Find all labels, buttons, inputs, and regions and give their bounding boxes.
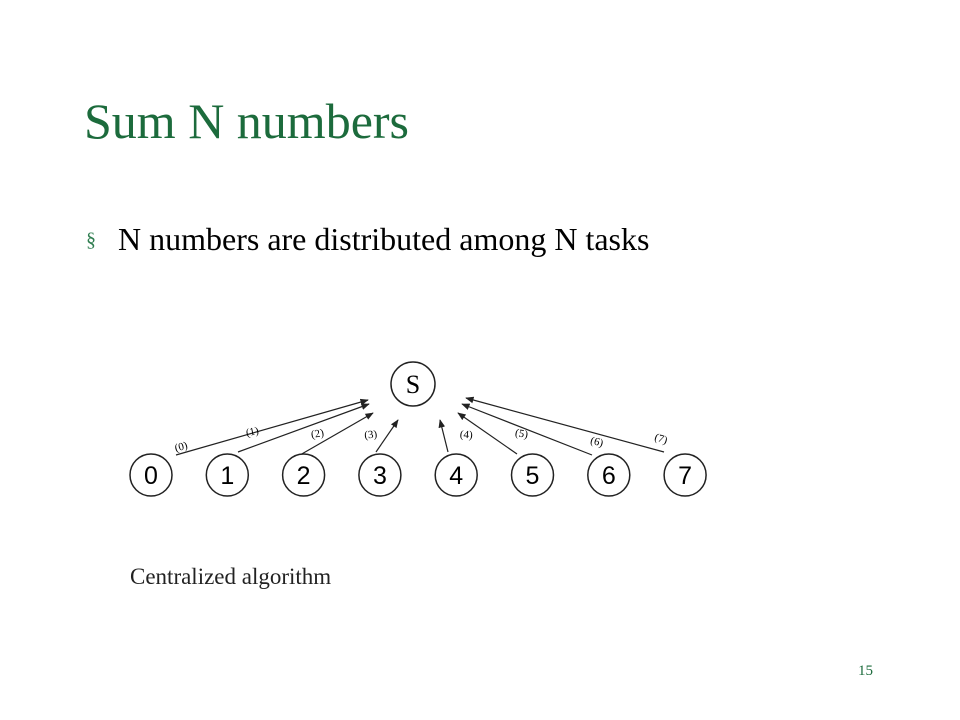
root-node-circle xyxy=(390,361,436,407)
root-node-group: S xyxy=(390,361,436,407)
edges-group xyxy=(175,396,665,456)
edge-label-0: (0) xyxy=(173,440,189,455)
edge-arrow-3 xyxy=(375,419,399,453)
bullet-text: N numbers are distributed among N tasks xyxy=(118,221,650,257)
slide-title: Sum N numbers xyxy=(84,93,409,149)
edge-arrow-7 xyxy=(465,396,665,453)
task-node-4 xyxy=(434,453,478,497)
task-node-label-5: 5 xyxy=(526,462,540,490)
edge-arrow-1 xyxy=(237,403,370,453)
task-node-label-7: 7 xyxy=(678,462,692,490)
edge-label-7: (7) xyxy=(653,431,669,446)
diagram-caption: Centralized algorithm xyxy=(130,564,332,589)
edge-arrow-4 xyxy=(438,419,449,453)
edge-label-4: (4) xyxy=(459,428,473,441)
edge-arrow-0 xyxy=(175,398,369,456)
edge-arrow-2 xyxy=(299,412,374,456)
edge-label-2: (2) xyxy=(310,427,325,441)
task-node-6 xyxy=(587,453,631,497)
bullet-marker: § xyxy=(86,229,96,251)
task-node-label-3: 3 xyxy=(373,462,387,490)
task-node-label-4: 4 xyxy=(449,462,463,490)
edge-arrow-6 xyxy=(461,403,593,456)
task-node-label-6: 6 xyxy=(602,462,616,490)
task-node-1 xyxy=(205,453,250,497)
task-node-7 xyxy=(663,453,707,497)
edge-label-5: (5) xyxy=(514,427,529,441)
edge-arrow-5 xyxy=(457,412,518,455)
nodes-group: 0 1 2 3 4 5 6 7 xyxy=(129,453,707,497)
task-node-label-1: 1 xyxy=(220,462,234,490)
task-node-0 xyxy=(129,453,173,497)
root-node-label: S xyxy=(406,370,420,399)
edge-label-1: (1) xyxy=(245,425,260,439)
task-node-3 xyxy=(358,453,402,497)
task-node-label-0: 0 xyxy=(144,462,158,490)
task-node-label-2: 2 xyxy=(297,462,311,490)
edge-label-6: (6) xyxy=(589,435,605,450)
edge-labels-group: (0) (1) (2) (3) (4) (5) (6) (7) xyxy=(173,425,669,455)
task-node-5 xyxy=(510,453,555,497)
edge-label-3: (3) xyxy=(364,428,378,441)
page-number: 15 xyxy=(858,663,873,679)
task-node-2 xyxy=(281,453,326,497)
